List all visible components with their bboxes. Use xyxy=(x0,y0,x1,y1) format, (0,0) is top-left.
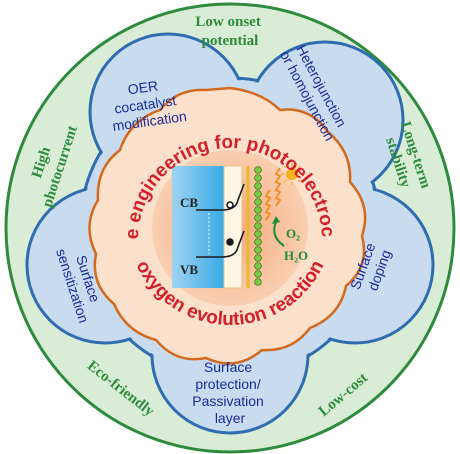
h2o-label: H₂O xyxy=(284,248,308,263)
semiconductor-slab-icon xyxy=(172,165,250,289)
reaction-arrowhead-icon xyxy=(272,216,280,224)
svg-text:Surface protection/: Surface protection/ Passivation layer xyxy=(192,359,267,426)
cb-label: CB xyxy=(180,195,198,210)
o2-label: O₂ xyxy=(286,226,300,241)
vb-label: VB xyxy=(180,262,198,277)
cocatalyst-particles-icon xyxy=(254,166,262,286)
svg-text:Low onset potential: Low onset potential xyxy=(195,14,264,49)
light-ray-icon xyxy=(264,167,282,221)
sun-icon xyxy=(281,163,303,185)
outer-label-onset: Low onset potential xyxy=(195,14,264,49)
band-edges xyxy=(196,183,245,258)
reaction-arrow-icon xyxy=(273,221,285,247)
petal-label-protection: Surface protection/ Passivation layer xyxy=(192,359,267,426)
